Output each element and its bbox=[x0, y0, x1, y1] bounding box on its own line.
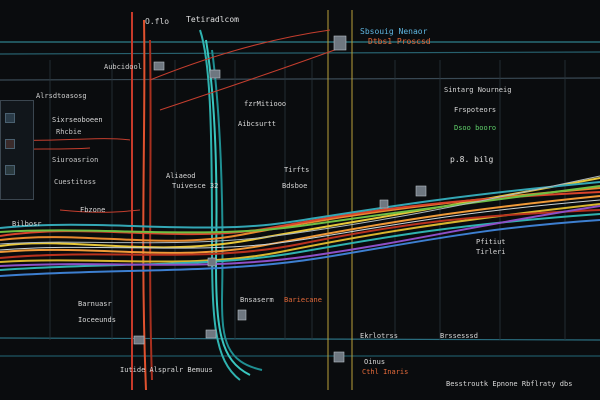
label-right-a: Sintarg Nourneig bbox=[444, 86, 512, 94]
label-bottom-c: Cthl Inaris bbox=[362, 368, 409, 376]
cable-teal-1 bbox=[0, 213, 600, 271]
connector-1 bbox=[153, 61, 165, 71]
connector-10 bbox=[379, 199, 389, 209]
label-low-d: Bariecane bbox=[284, 296, 322, 304]
label-left-b: Alrsdtoasosg bbox=[36, 92, 87, 100]
bus-line-upper bbox=[0, 51, 600, 55]
cable-yellow-1 bbox=[0, 177, 600, 249]
label-mid-b: Aibcsurtt bbox=[238, 120, 276, 128]
label-top-right-2: Dtbs1 Proscsd bbox=[368, 37, 431, 46]
connector-3 bbox=[333, 35, 347, 51]
connector-5 bbox=[237, 309, 247, 321]
cable-white-2 bbox=[0, 175, 600, 245]
legend-swatch-3 bbox=[5, 165, 15, 175]
cable-blue-1 bbox=[0, 219, 600, 277]
connector-7 bbox=[133, 335, 145, 345]
label-mid-f: Bdsboe bbox=[282, 182, 308, 190]
leader-2 bbox=[159, 47, 341, 111]
label-bottom-b: Oinus bbox=[364, 358, 386, 366]
label-mid-g: Fbzone bbox=[80, 206, 106, 214]
leader-4 bbox=[59, 209, 141, 213]
cable-red-2 bbox=[0, 209, 600, 259]
cable-orange-2 bbox=[0, 195, 600, 254]
connector-6 bbox=[205, 329, 217, 339]
connector-4 bbox=[207, 257, 217, 267]
left-legend-panel bbox=[0, 100, 34, 200]
label-right-d: p.8. bilg bbox=[450, 155, 494, 164]
label-low-a: Barnuasr bbox=[78, 300, 112, 308]
label-mid-a: fzrMitiooo bbox=[244, 100, 287, 108]
label-panel-2: Rhcbie bbox=[56, 128, 82, 136]
bus-line-mid bbox=[0, 77, 600, 81]
label-top-center: Tetiradlcom bbox=[186, 15, 239, 24]
label-low-c: Bnsaserm bbox=[240, 296, 274, 304]
cable-green-1 bbox=[0, 185, 600, 234]
legend-swatch-2 bbox=[5, 139, 15, 149]
label-left-a: Aubcidool bbox=[104, 63, 142, 71]
label-bottom-a: Iutide Alspralr Bemuus bbox=[120, 366, 213, 374]
yellow-guide-lines bbox=[327, 10, 353, 390]
connector-2 bbox=[209, 69, 221, 79]
label-low-b: Ioceeunds bbox=[78, 316, 116, 324]
label-bottom-d: Besstroutk Epnone Rbflraty dbs bbox=[446, 380, 573, 388]
bus-line-lower bbox=[0, 337, 600, 341]
label-mid-d: Tuivesce 32 bbox=[172, 182, 219, 190]
cable-yellow-2 bbox=[0, 203, 600, 263]
red-trunk-3 bbox=[149, 39, 153, 381]
label-mid-c: Aliaeod bbox=[166, 172, 196, 180]
connector-8 bbox=[333, 351, 345, 363]
label-panel-4: Cuestitoss bbox=[54, 178, 97, 186]
teal-trunk-cables bbox=[199, 29, 263, 381]
connector-9 bbox=[415, 185, 427, 197]
leader-1 bbox=[149, 29, 331, 81]
label-right-e: Pfitiut bbox=[476, 238, 506, 246]
red-trunk-2 bbox=[142, 19, 147, 391]
cable-bundle bbox=[0, 175, 600, 277]
label-top-left: O.flo bbox=[145, 17, 170, 26]
label-mid-h: Bilbosr bbox=[12, 220, 42, 228]
red-trunk-cables bbox=[131, 12, 153, 391]
cable-teal-2 bbox=[0, 181, 600, 229]
label-panel-1: Sixrseoboeen bbox=[52, 116, 103, 124]
label-panel-3: Siuroasrion bbox=[52, 156, 99, 164]
label-right-b: Frspoteors bbox=[454, 106, 497, 114]
cable-purple-1 bbox=[0, 205, 600, 267]
connectors bbox=[133, 35, 427, 363]
label-low-e: Ekrlotrss bbox=[360, 332, 398, 340]
label-right-f: Tirleri bbox=[476, 248, 506, 256]
legend-swatch-1 bbox=[5, 113, 15, 123]
label-top-right-1: Sbsouig Nenaor bbox=[360, 27, 428, 36]
label-low-f: Brssesssd bbox=[440, 332, 478, 340]
teal-trunk-2 bbox=[205, 39, 251, 376]
label-mid-e: Tirfts bbox=[284, 166, 310, 174]
label-right-c: Dsoo booro bbox=[454, 124, 497, 132]
cable-white-1 bbox=[0, 199, 600, 251]
